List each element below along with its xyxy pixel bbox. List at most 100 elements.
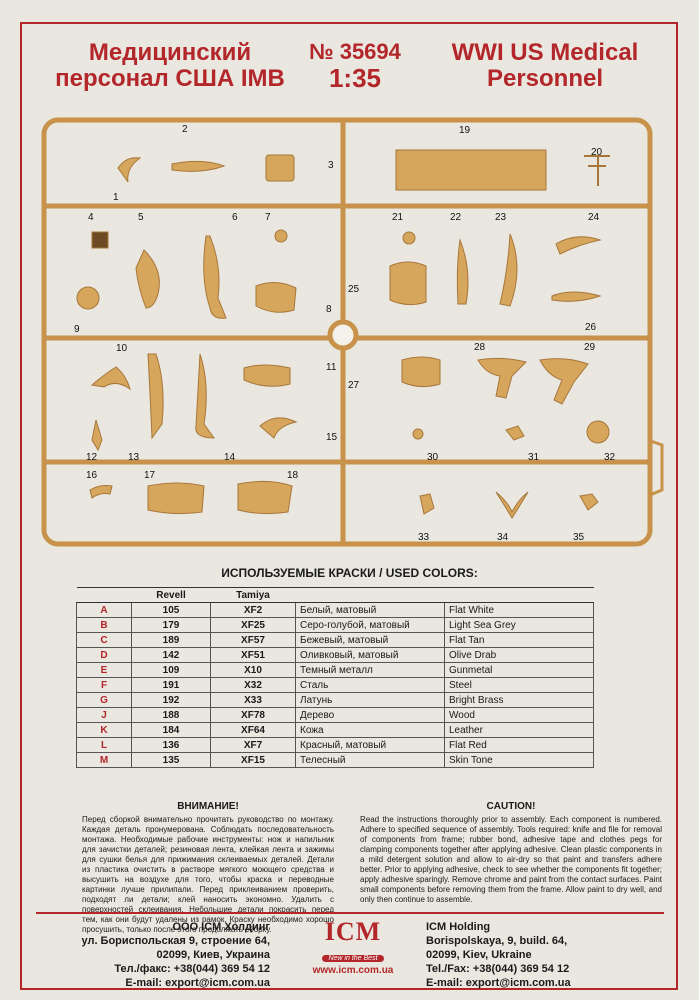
- street-en: Borispolskaya, 9, build. 64,: [426, 935, 568, 947]
- label-24: 24: [588, 212, 600, 223]
- colors-header-row: Revell Tamiya: [76, 587, 594, 603]
- label-2: 2: [182, 124, 188, 135]
- color-name-en: Wood: [444, 707, 594, 723]
- revell-code: 136: [131, 737, 211, 753]
- part-12: [91, 419, 103, 452]
- part-21-head: [402, 231, 416, 245]
- color-name-ru: Серо-голубой, матовый: [295, 617, 445, 633]
- kit-scale: 1:35: [328, 63, 382, 93]
- part-13-leg: [147, 353, 164, 440]
- label-25: 25: [348, 284, 360, 295]
- label-13: 13: [128, 452, 140, 463]
- part-15: [259, 417, 298, 439]
- col-header-en: [444, 587, 594, 603]
- part-7-head: [274, 229, 288, 243]
- page-border: [20, 22, 678, 990]
- color-code: F: [76, 677, 132, 693]
- tamiya-code: XF15: [210, 752, 296, 768]
- revell-code: 135: [131, 752, 211, 768]
- part-24: [555, 236, 602, 255]
- color-name-ru: Дерево: [295, 707, 445, 723]
- part-5-leg: [135, 249, 160, 309]
- label-11: 11: [326, 362, 337, 373]
- color-name-en: Flat Tan: [444, 632, 594, 648]
- color-name-ru: Белый, матовый: [295, 602, 445, 618]
- label-10: 10: [116, 343, 128, 354]
- city-ru: 02099, Киев, Украина: [156, 949, 270, 961]
- tamiya-code: XF64: [210, 722, 296, 738]
- revell-code: 105: [131, 602, 211, 618]
- email-ru: E-mail: export@icm.com.ua: [125, 977, 270, 989]
- revell-code: 142: [131, 647, 211, 663]
- revell-code: 109: [131, 662, 211, 678]
- label-31: 31: [528, 452, 540, 463]
- label-29: 29: [584, 342, 596, 353]
- color-code: M: [76, 752, 132, 768]
- color-name-ru: Телесный: [295, 752, 445, 768]
- part-35: [579, 493, 599, 511]
- color-name-en: Skin Tone: [444, 752, 594, 768]
- part-28-legs: [477, 357, 527, 399]
- part-2: [171, 160, 226, 172]
- part-32-helmet: [586, 420, 610, 444]
- label-16: 16: [86, 470, 98, 481]
- part-number-labels: 1 2 3 4 5 6 7 8 9 10 11 12 13 14 15 16 1…: [74, 124, 616, 543]
- warning-ru-title: ВНИМАНИЕ!: [177, 801, 239, 812]
- label-18: 18: [287, 470, 299, 481]
- address-english: ICM Holding Borispolskaya, 9, build. 64,…: [426, 920, 676, 990]
- label-1: 1: [113, 192, 119, 203]
- company-en: ICM Holding: [426, 921, 491, 933]
- title-russian: Медицинский персонал США IMB: [55, 39, 285, 92]
- part-6-leg: [203, 235, 227, 319]
- label-14: 14: [224, 452, 236, 463]
- part-1: [117, 157, 142, 183]
- email-en: E-mail: export@icm.com.ua: [426, 977, 571, 989]
- warning-ru-text: Перед сборкой внимательно прочитать руко…: [82, 815, 334, 934]
- part-18-coat: [237, 480, 293, 515]
- part-33: [419, 493, 435, 515]
- label-19: 19: [459, 125, 471, 136]
- tamiya-code: XF57: [210, 632, 296, 648]
- label-26: 26: [585, 322, 597, 333]
- city-en: 02099, Kiev, Ukraine: [426, 949, 532, 961]
- part-17-coat: [147, 482, 205, 515]
- part-16: [89, 485, 113, 499]
- website-link[interactable]: www.icm.com.ua: [312, 965, 394, 976]
- tel-en: Tel./Fax: +38(044) 369 54 12: [426, 963, 570, 975]
- tamiya-code: X10: [210, 662, 296, 678]
- revell-code: 184: [131, 722, 211, 738]
- label-7: 7: [265, 212, 271, 223]
- label-12: 12: [86, 452, 98, 463]
- label-28: 28: [474, 342, 486, 353]
- color-name-en: Bright Brass: [444, 692, 594, 708]
- sprue-diagram: 1 2 3 4 5 6 7 8 9 10 11 12 13 14 15 16 1…: [41, 117, 664, 547]
- warning-russian: ВНИМАНИЕ! Перед сборкой внимательно проч…: [82, 802, 334, 935]
- color-name-en: Steel: [444, 677, 594, 693]
- tamiya-code: XF25: [210, 617, 296, 633]
- warning-en-title: CAUTION!: [486, 801, 536, 812]
- color-name-en: Flat Red: [444, 737, 594, 753]
- color-code: B: [76, 617, 132, 633]
- color-name-ru: Кожа: [295, 722, 445, 738]
- part-14-leg: [195, 353, 215, 439]
- title-english: WWI US Medical Personnel: [451, 39, 639, 92]
- label-32: 32: [604, 452, 616, 463]
- sprue-center-ring: [327, 319, 359, 351]
- col-header-revell: Revell: [131, 587, 211, 603]
- address-russian: ООО ICM Холдинг ул. Бориспольская 9, стр…: [70, 920, 270, 990]
- label-6: 6: [232, 212, 238, 223]
- part-20: [584, 155, 610, 186]
- color-name-ru: Латунь: [295, 692, 445, 708]
- color-code: G: [76, 692, 132, 708]
- label-17: 17: [144, 470, 156, 481]
- col-header-ru: [295, 587, 445, 603]
- revell-code: 188: [131, 707, 211, 723]
- warning-en-text: Read the instructions thoroughly prior t…: [360, 815, 662, 904]
- revell-code: 191: [131, 677, 211, 693]
- color-code: D: [76, 647, 132, 663]
